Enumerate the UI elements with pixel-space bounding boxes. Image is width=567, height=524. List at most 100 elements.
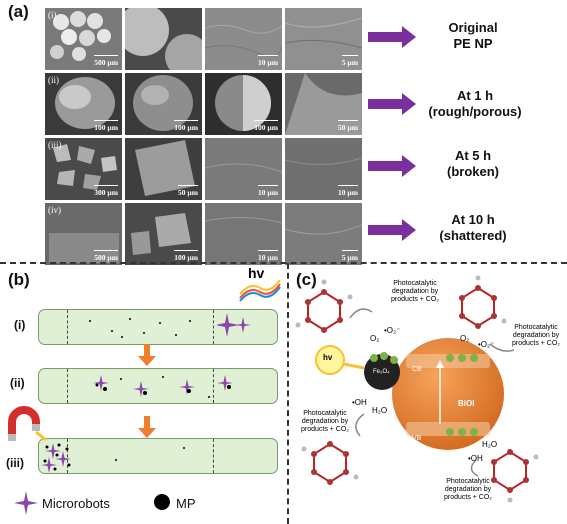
sem-image: 10 µm xyxy=(205,138,282,200)
scale-bar: 50 µm xyxy=(178,185,198,197)
deg-line1: Photocatalytic xyxy=(303,410,347,417)
arrow-down-icon xyxy=(138,344,156,366)
hv-label: hv xyxy=(323,353,333,362)
scale-bar: 100 µm xyxy=(174,250,198,262)
sun-icon xyxy=(315,345,345,375)
scale-bar: 5 µm xyxy=(341,55,359,67)
cb-label: CB xyxy=(412,366,422,373)
microspheres-image xyxy=(50,11,111,61)
divider-horizontal xyxy=(0,262,567,264)
mp-legend-icon xyxy=(154,494,170,510)
arrow-right-icon xyxy=(368,26,416,48)
deg-line2: degradation by xyxy=(391,288,439,295)
deg-line2: degradation by xyxy=(444,486,492,493)
hv-label: hv xyxy=(248,265,265,281)
stage-line2: PE NP xyxy=(453,36,493,51)
deg-line3: products + CO₂ xyxy=(443,494,493,501)
molecule-icon xyxy=(491,449,539,503)
sem-image: (iv) 500 µm xyxy=(45,203,122,265)
magnet-icon xyxy=(7,406,47,442)
deg-line3-text: products + CO xyxy=(443,494,490,501)
microrobots-with-mp xyxy=(93,375,233,398)
molecule-icon xyxy=(301,441,359,485)
scale-bar: 100 µm xyxy=(254,120,278,132)
deg-line1: Photocatalytic xyxy=(446,478,490,485)
stage-label: At 1 h (rough/porous) xyxy=(410,88,540,120)
row-tag: (iii) xyxy=(48,140,62,150)
stage-label: At 10 h (shattered) xyxy=(418,212,528,244)
sem-image: 50 µm xyxy=(285,73,362,135)
sem-image: (iii) 300 µm xyxy=(45,138,122,200)
sem-image: 5 µm xyxy=(285,8,362,70)
scale-bar: 50 µm xyxy=(338,120,358,132)
deg-line2: degradation by xyxy=(301,418,349,425)
panel-a-label: (a) xyxy=(8,2,29,21)
stage-line2: (broken) xyxy=(447,164,499,179)
scale-bar: 5 µm xyxy=(341,250,359,262)
deg-line3: products + CO₂ xyxy=(511,340,561,347)
panel-c-label: (c) xyxy=(296,270,317,289)
deg-line1: Photocatalytic xyxy=(514,324,558,331)
sphere-closeup-image xyxy=(125,8,202,70)
deg-line3-text: products + CO xyxy=(390,296,437,303)
scale-bar: 10 µm xyxy=(338,185,358,197)
deg-line2: degradation by xyxy=(512,332,560,339)
degradation-label: Photocatalytic degradation by products +… xyxy=(506,324,566,348)
legend-microrobots: Microrobots xyxy=(42,496,110,511)
fe3o4-label: Fe₃O₄ xyxy=(373,369,390,375)
row-tag: (iv) xyxy=(48,205,61,215)
superoxide-label: •O₂⁻ xyxy=(478,340,495,349)
collected-microrobots xyxy=(41,443,71,473)
channel-bar xyxy=(38,368,278,404)
sem-image: 10 µm xyxy=(205,203,282,265)
sem-image: (ii) 100 µm xyxy=(45,73,122,135)
sem-image: 50 µm xyxy=(125,138,202,200)
row-tag: (i) xyxy=(48,10,57,20)
arrow-right-icon xyxy=(368,93,416,115)
deg-line1: Photocatalytic xyxy=(393,280,437,287)
stage-label: At 5 h (broken) xyxy=(418,148,528,180)
sem-image: 5 µm xyxy=(285,203,362,265)
hydroxyl-label: •OH xyxy=(352,398,367,407)
degradation-label: Photocatalytic degradation by products +… xyxy=(428,478,508,502)
row-tag: (ii) xyxy=(48,75,59,85)
channel-bar xyxy=(38,438,278,474)
deg-line3-text: products + CO xyxy=(511,340,558,347)
row-label: (iii) xyxy=(6,456,24,470)
deg-line3-text: products + CO xyxy=(300,426,347,433)
microrobots-icon xyxy=(217,313,251,337)
legend-mp: MP xyxy=(176,496,196,511)
scale-bar: 300 µm xyxy=(94,185,118,197)
deg-line3: products + CO₂ xyxy=(300,426,350,433)
arrow-right-icon xyxy=(368,155,416,177)
divider-vertical xyxy=(287,263,289,524)
bioi-label: BiOI xyxy=(458,399,475,408)
hydroxyl-label: •OH xyxy=(468,454,483,463)
stage-line1: At 1 h xyxy=(456,88,494,103)
sem-image: 100 µm xyxy=(125,73,202,135)
stage-line1: Original xyxy=(448,20,498,35)
scale-bar: 10 µm xyxy=(258,250,278,262)
h2o-label: H₂O xyxy=(482,440,498,449)
sem-image xyxy=(125,8,202,70)
scale-bar: 100 µm xyxy=(174,120,198,132)
sem-image: (i) 500 µm xyxy=(45,8,122,70)
o2-label: O₂ xyxy=(460,334,470,343)
superoxide-label: •O₂⁻ xyxy=(384,326,401,335)
scale-bar: 10 µm xyxy=(258,55,278,67)
stage-line2: (shattered) xyxy=(439,228,507,243)
sem-image: 100 µm xyxy=(125,203,202,265)
sem-image: 10 µm xyxy=(285,138,362,200)
vb-label: VB xyxy=(412,435,422,442)
sem-image: 10 µm xyxy=(205,8,282,70)
microrobot-legend-icon xyxy=(14,491,38,515)
molecule-icon xyxy=(295,279,353,333)
photocatalysis-diagram xyxy=(295,275,539,503)
stage-arrows xyxy=(368,26,416,241)
scale-bar: 100 µm xyxy=(94,120,118,132)
row-label: (ii) xyxy=(10,376,25,390)
deg-line3: products + CO₂ xyxy=(390,296,440,303)
o2-label: O₂ xyxy=(370,334,380,343)
row-label: (i) xyxy=(14,318,26,332)
sem-image: 100 µm xyxy=(205,73,282,135)
